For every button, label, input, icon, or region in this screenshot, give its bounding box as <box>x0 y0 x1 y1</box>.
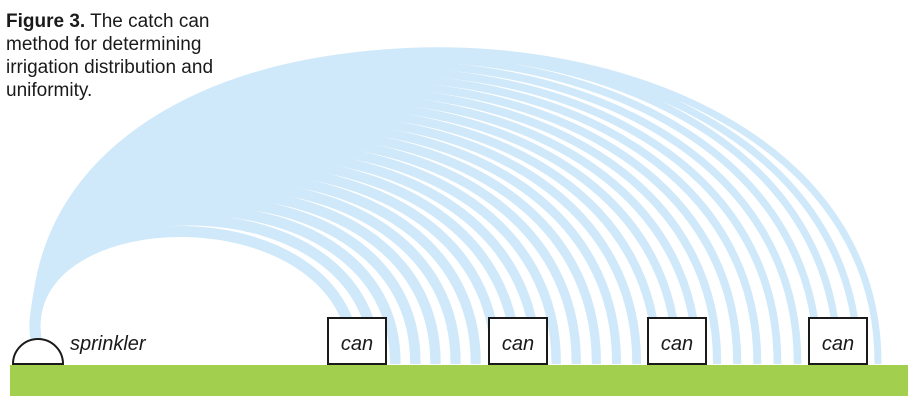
can-label: can <box>661 333 693 355</box>
sprinkler-head-icon <box>13 339 63 364</box>
can-label: can <box>341 333 373 355</box>
ground <box>10 365 908 396</box>
can-label: can <box>502 333 534 355</box>
sprinkler-label: sprinkler <box>70 333 147 355</box>
can-label: can <box>822 333 854 355</box>
catch-can-4: can <box>809 318 867 364</box>
catch-can-2: can <box>489 318 547 364</box>
figure-number: Figure 3. <box>6 11 85 32</box>
catch-can-3: can <box>648 318 706 364</box>
figure-caption: Figure 3. The catch can method for deter… <box>6 10 276 102</box>
catch-can-1: can <box>328 318 386 364</box>
